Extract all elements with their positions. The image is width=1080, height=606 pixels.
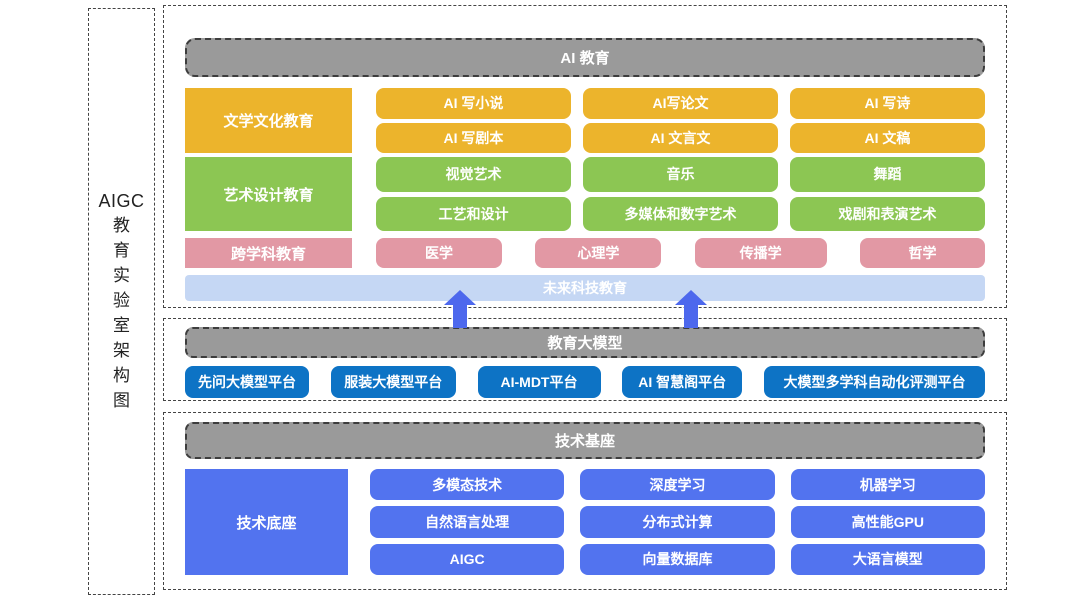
platform-box: AI-MDT平台 (477, 366, 601, 398)
platform-row: 先问大模型平台 服装大模型平台 AI-MDT平台 AI 智慧阁平台 大模型多学科… (185, 366, 985, 398)
group-art-design: 艺术设计教育 视觉艺术 音乐 舞蹈 工艺和设计 多媒体和数字艺术 戏剧和表演艺术 (185, 157, 985, 231)
tech-box: 高性能GPU (790, 506, 985, 538)
group-items: 医学 心理学 传播学 哲学 (376, 238, 985, 268)
item-box: 音乐 (583, 157, 778, 192)
item-box: 医学 (376, 238, 502, 268)
tech-box: 向量数据库 (580, 543, 775, 575)
tech-box: 多模态技术 (370, 469, 565, 501)
diagram-main-column: AI 教育 文学文化教育 AI 写小说 AI写论文 AI 写诗 AI 写剧本 A… (163, 5, 1007, 590)
diagram-title-box: AIGC 教 育 实 验 室 架 构 图 (88, 8, 155, 595)
up-arrow-shaft (453, 305, 467, 328)
up-arrow-icon (444, 290, 476, 328)
diagram-title-line: 教 (113, 216, 130, 236)
item-box: AI 写剧本 (376, 122, 571, 153)
tech-row: 技术底座 多模态技术 深度学习 机器学习 自然语言处理 分布式计算 高性能GPU… (185, 469, 985, 575)
tech-box: 大语言模型 (790, 543, 985, 575)
education-models-header: 教育大模型 (185, 327, 985, 358)
item-box: 传播学 (694, 238, 827, 268)
item-box: 戏剧和表演艺术 (790, 196, 985, 231)
item-box: 工艺和设计 (376, 196, 571, 231)
group-interdisciplinary: 跨学科教育 医学 心理学 传播学 哲学 (185, 238, 985, 268)
section-education-models: 教育大模型 先问大模型平台 服装大模型平台 AI-MDT平台 AI 智慧阁平台 … (163, 318, 1007, 401)
diagram-title-line: 育 (113, 241, 130, 261)
group-items: 视觉艺术 音乐 舞蹈 工艺和设计 多媒体和数字艺术 戏剧和表演艺术 (376, 157, 985, 231)
tech-grid: 多模态技术 深度学习 机器学习 自然语言处理 分布式计算 高性能GPU AIGC… (370, 469, 985, 575)
item-box: AI 写小说 (376, 88, 571, 119)
tech-box: AIGC (370, 543, 565, 575)
diagram-title-line: 构 (113, 366, 130, 386)
up-arrow-head (675, 290, 707, 305)
group-items: AI 写小说 AI写论文 AI 写诗 AI 写剧本 AI 文言文 AI 文稿 (376, 88, 985, 153)
item-box: AI 文稿 (790, 122, 985, 153)
diagram-title-line: 实 (113, 266, 130, 286)
item-box: AI写论文 (583, 88, 778, 119)
item-box: AI 写诗 (790, 88, 985, 119)
up-arrow-head (444, 290, 476, 305)
group-literature-culture: 文学文化教育 AI 写小说 AI写论文 AI 写诗 AI 写剧本 AI 文言文 … (185, 88, 985, 153)
tech-box: 分布式计算 (580, 506, 775, 538)
diagram-title-line: 图 (113, 391, 130, 411)
category-label: 跨学科教育 (185, 238, 352, 268)
diagram-title-line: AIGC (98, 191, 145, 211)
item-box: 视觉艺术 (376, 157, 571, 192)
ai-education-header: AI 教育 (185, 38, 985, 77)
item-box: AI 文言文 (583, 122, 778, 153)
tech-box: 深度学习 (580, 469, 775, 501)
platform-box: 先问大模型平台 (185, 366, 309, 398)
category-label: 艺术设计教育 (185, 157, 352, 231)
future-tech-education-bar: 未来科技教育 (185, 275, 985, 301)
up-arrow-shaft (684, 305, 698, 328)
platform-box: 大模型多学科自动化评测平台 (764, 366, 985, 398)
tech-box: 机器学习 (790, 469, 985, 501)
diagram-title-line: 室 (113, 316, 130, 336)
tech-box: 自然语言处理 (370, 506, 565, 538)
item-box: 心理学 (535, 238, 662, 268)
section-ai-education: AI 教育 文学文化教育 AI 写小说 AI写论文 AI 写诗 AI 写剧本 A… (163, 5, 1007, 308)
item-box: 哲学 (859, 238, 985, 268)
tech-foundation-label: 技术底座 (185, 469, 348, 575)
platform-box: 服装大模型平台 (330, 366, 456, 398)
diagram-title-line: 架 (113, 341, 130, 361)
up-arrow-icon (675, 290, 707, 328)
item-box: 多媒体和数字艺术 (583, 196, 778, 231)
tech-base-header: 技术基座 (185, 422, 985, 459)
item-box: 舞蹈 (790, 157, 985, 192)
section-tech-base: 技术基座 技术底座 多模态技术 深度学习 机器学习 自然语言处理 分布式计算 高… (163, 412, 1007, 590)
category-label: 文学文化教育 (185, 88, 352, 153)
platform-box: AI 智慧阁平台 (622, 366, 743, 398)
diagram-title-line: 验 (113, 291, 130, 311)
